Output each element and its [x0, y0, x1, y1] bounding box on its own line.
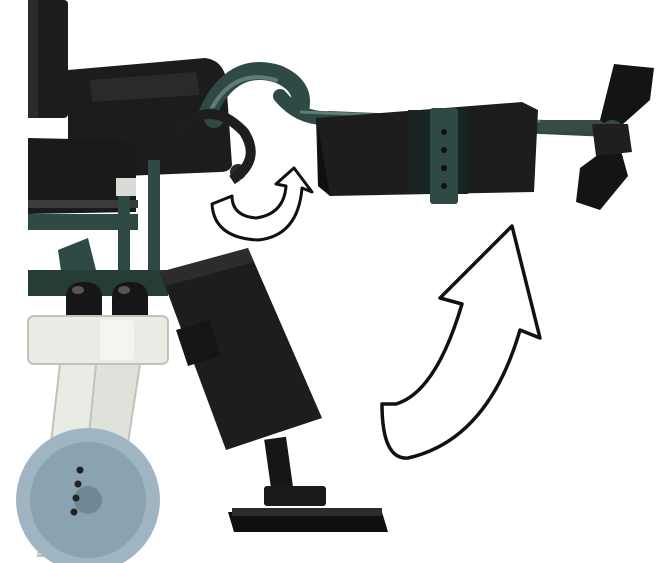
- curved-arrow-large: [382, 226, 540, 458]
- legrest-lowered: [160, 248, 322, 495]
- caster-wheel: [16, 428, 160, 563]
- footplate-elevated: [576, 64, 654, 210]
- footplate-lowered: [228, 486, 388, 532]
- adjuster-bracket: [430, 108, 458, 204]
- curved-arrow-small: [212, 168, 312, 240]
- seat-back: [28, 0, 68, 118]
- calf-pad-elevated: [316, 102, 538, 196]
